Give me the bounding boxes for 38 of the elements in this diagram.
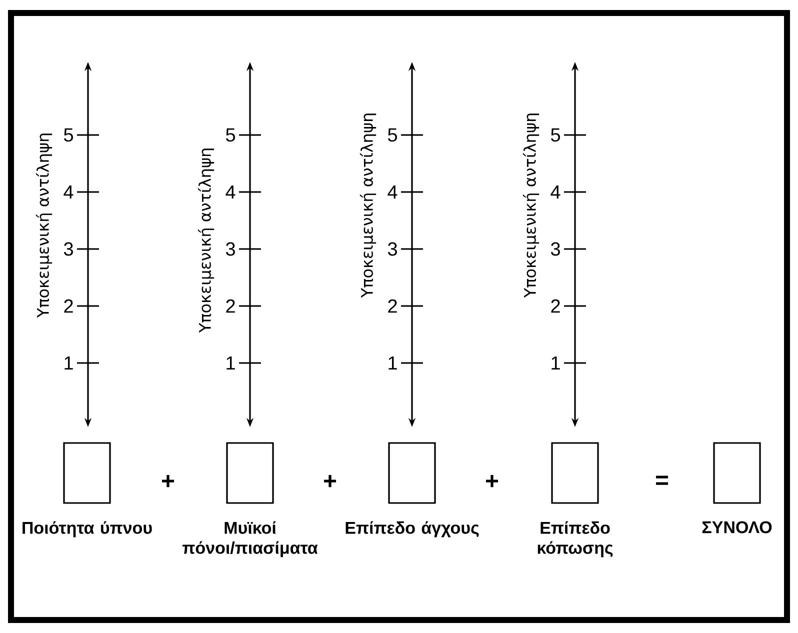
tick-label: 3 bbox=[226, 242, 235, 256]
axis-label: Υποκειμενική αντίληψη bbox=[360, 114, 376, 298]
answer-box bbox=[388, 442, 436, 504]
tick-label: 2 bbox=[551, 299, 560, 313]
tick-label: 5 bbox=[64, 128, 73, 142]
tick-label: 1 bbox=[552, 356, 560, 370]
tick-label: 3 bbox=[64, 242, 73, 256]
tick-label: 4 bbox=[550, 185, 560, 199]
axis-label: Υποκειμενική αντίληψη bbox=[36, 134, 52, 318]
tick-label: 5 bbox=[226, 128, 235, 142]
box-caption: Επίπεδο κόπωσης bbox=[538, 521, 613, 558]
axis-label: Υποκειμενική αντίληψη bbox=[198, 148, 214, 333]
tick-label: 4 bbox=[388, 185, 398, 199]
tick-label: 1 bbox=[388, 356, 397, 370]
box-caption: Ποιότητα ύπνου bbox=[22, 521, 152, 538]
tick-label: 4 bbox=[64, 185, 74, 199]
answer-box bbox=[63, 442, 111, 504]
tick-label: 3 bbox=[550, 242, 560, 256]
tick-label: 5 bbox=[551, 128, 560, 142]
box-caption: Επίπεδο άγχους bbox=[346, 521, 479, 538]
operator-sign: + bbox=[162, 474, 174, 488]
answer-box bbox=[713, 442, 761, 504]
operator-sign: + bbox=[486, 474, 498, 488]
tick-label: 3 bbox=[388, 242, 397, 256]
tick-label: 2 bbox=[64, 299, 73, 313]
tick-label: 2 bbox=[226, 299, 235, 313]
tick-label: 2 bbox=[388, 299, 397, 313]
tick-label: 5 bbox=[388, 128, 397, 142]
axis-label: Υποκειμενική αντίληψη bbox=[522, 114, 540, 298]
operator-sign: = bbox=[656, 476, 668, 485]
answer-box bbox=[551, 442, 599, 504]
box-caption: ΣΥΝΟΛΟ bbox=[702, 521, 772, 534]
tick-label: 4 bbox=[226, 185, 236, 199]
tick-label: 1 bbox=[64, 356, 73, 370]
tick-label: 1 bbox=[226, 356, 235, 370]
box-caption: Μυϊκοί πόνοι/πιασίματα bbox=[182, 521, 318, 558]
operator-sign: + bbox=[324, 474, 336, 488]
answer-box bbox=[226, 442, 274, 504]
